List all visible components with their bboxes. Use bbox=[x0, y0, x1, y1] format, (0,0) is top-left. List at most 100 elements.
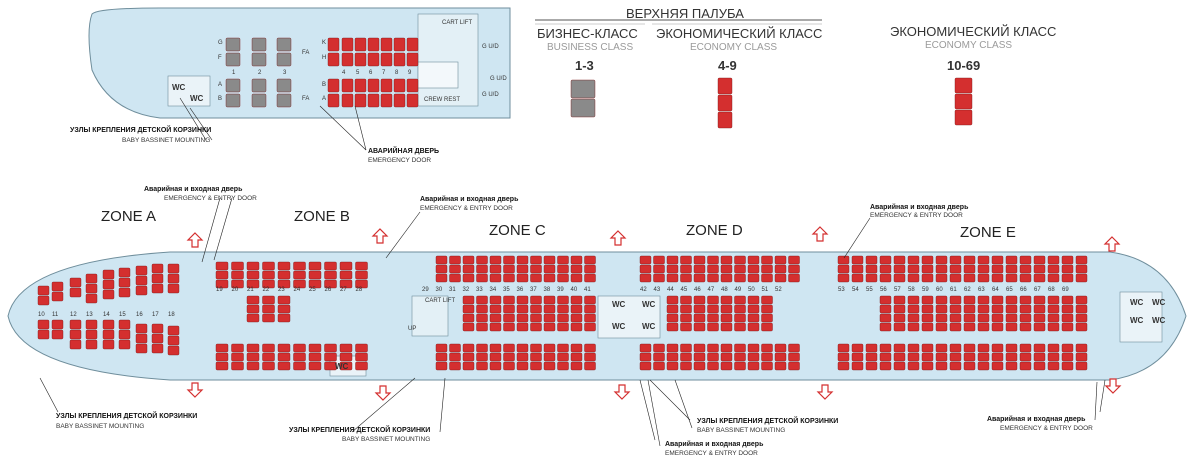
zone-c-c11-bot-0[interactable] bbox=[584, 343, 596, 353]
legend-business-seat-0[interactable] bbox=[570, 79, 596, 99]
zone-e-c9-top-0[interactable] bbox=[963, 255, 976, 265]
zone-e-c6-mid-1[interactable] bbox=[921, 304, 934, 314]
zone-d-c8-mid-3[interactable] bbox=[747, 322, 760, 332]
zone-b-c9-bot-0[interactable] bbox=[355, 343, 368, 353]
zone-e-c17-bot-1[interactable] bbox=[1075, 352, 1088, 362]
zone-e-c14-mid-3[interactable] bbox=[1033, 322, 1046, 332]
upper-eco-c1-top-0[interactable] bbox=[341, 37, 354, 52]
zone-e-c7-mid-0[interactable] bbox=[935, 295, 948, 305]
zone-e-c10-top-2[interactable] bbox=[977, 273, 990, 283]
zone-d-c3-bot-0[interactable] bbox=[680, 343, 692, 353]
zone-d-c3-bot-2[interactable] bbox=[680, 361, 692, 371]
zone-b-c4-top-0[interactable] bbox=[277, 261, 291, 271]
zone-c-c3-top-1[interactable] bbox=[476, 264, 488, 274]
zone-d-c9-bot-0[interactable] bbox=[761, 343, 773, 353]
zone-e-c13-mid-1[interactable] bbox=[1019, 304, 1032, 314]
zone-b-c7-top-2[interactable] bbox=[324, 279, 337, 289]
zone-e-c11-top-0[interactable] bbox=[991, 255, 1004, 265]
zone-b-c4-mid-0[interactable] bbox=[277, 295, 291, 305]
zone-c-c3-top-0[interactable] bbox=[476, 255, 488, 265]
zone-e-c13-mid-0[interactable] bbox=[1019, 295, 1032, 305]
zone-a-c8-bot-1[interactable] bbox=[167, 335, 180, 346]
zone-c-c3-top-2[interactable] bbox=[476, 273, 488, 283]
zone-c-c8-top-2[interactable] bbox=[543, 273, 556, 283]
zone-a-c7-top-1[interactable] bbox=[151, 273, 164, 284]
zone-c-c5-top-2[interactable] bbox=[503, 273, 515, 283]
zone-e-c13-mid-3[interactable] bbox=[1019, 322, 1032, 332]
legend-economy2-seat-1[interactable] bbox=[954, 93, 973, 110]
zone-e-c7-mid-3[interactable] bbox=[935, 322, 948, 332]
zone-d-c5-top-2[interactable] bbox=[707, 273, 719, 283]
zone-c-c5-mid-2[interactable] bbox=[503, 313, 515, 323]
zone-e-c15-mid-3[interactable] bbox=[1047, 322, 1060, 332]
upper-business-r1-right-0[interactable] bbox=[225, 78, 241, 93]
zone-c-c9-mid-0[interactable] bbox=[557, 295, 569, 305]
zone-d-c3-mid-1[interactable] bbox=[680, 304, 692, 314]
zone-c-c10-bot-2[interactable] bbox=[570, 361, 583, 371]
zone-e-c17-top-2[interactable] bbox=[1075, 273, 1088, 283]
zone-e-c16-top-2[interactable] bbox=[1061, 273, 1074, 283]
zone-b-c4-mid-1[interactable] bbox=[277, 304, 291, 314]
zone-e-c15-bot-1[interactable] bbox=[1047, 352, 1060, 362]
zone-c-c9-bot-2[interactable] bbox=[557, 361, 569, 371]
zone-e-c3-mid-3[interactable] bbox=[879, 322, 892, 332]
zone-e-c15-top-2[interactable] bbox=[1047, 273, 1060, 283]
zone-c-c2-mid-0[interactable] bbox=[462, 295, 475, 305]
zone-d-c9-mid-3[interactable] bbox=[761, 322, 773, 332]
zone-e-c7-top-2[interactable] bbox=[935, 273, 948, 283]
upper-eco-c4-top-1[interactable] bbox=[380, 52, 393, 67]
upper-eco-c3-bot-0[interactable] bbox=[367, 78, 380, 93]
zone-e-c7-bot-1[interactable] bbox=[935, 352, 948, 362]
zone-e-c0-bot-1[interactable] bbox=[837, 352, 850, 362]
zone-c-c6-bot-0[interactable] bbox=[516, 343, 529, 353]
zone-c-c6-mid-1[interactable] bbox=[516, 304, 529, 314]
zone-d-c11-bot-0[interactable] bbox=[788, 343, 800, 353]
zone-b-c2-bot-2[interactable] bbox=[246, 361, 260, 371]
zone-c-c9-bot-1[interactable] bbox=[557, 352, 569, 362]
zone-b-c2-bot-0[interactable] bbox=[246, 343, 260, 353]
zone-d-c8-top-0[interactable] bbox=[747, 255, 760, 265]
zone-c-c7-top-0[interactable] bbox=[530, 255, 542, 265]
zone-e-c6-top-2[interactable] bbox=[921, 273, 934, 283]
zone-c-c10-mid-3[interactable] bbox=[570, 322, 583, 332]
zone-e-c9-mid-2[interactable] bbox=[963, 313, 976, 323]
zone-e-c10-top-0[interactable] bbox=[977, 255, 990, 265]
zone-a-c6-top-2[interactable] bbox=[135, 285, 148, 296]
zone-b-c6-top-2[interactable] bbox=[308, 279, 322, 289]
zone-b-c2-top-2[interactable] bbox=[246, 279, 260, 289]
legend-economy1-seat-1[interactable] bbox=[717, 94, 733, 112]
zone-d-c4-mid-3[interactable] bbox=[693, 322, 706, 332]
zone-e-c14-bot-2[interactable] bbox=[1033, 361, 1046, 371]
zone-e-c8-mid-1[interactable] bbox=[949, 304, 962, 314]
zone-b-c2-top-1[interactable] bbox=[246, 270, 260, 280]
zone-d-c3-top-1[interactable] bbox=[680, 264, 692, 274]
zone-c-c1-top-1[interactable] bbox=[449, 264, 461, 274]
zone-c-c8-bot-1[interactable] bbox=[543, 352, 556, 362]
zone-a-c8-top-0[interactable] bbox=[167, 263, 180, 274]
upper-business-r2-left-1[interactable] bbox=[251, 52, 267, 67]
zone-a-c3-top-2[interactable] bbox=[85, 293, 98, 304]
zone-a-c6-top-1[interactable] bbox=[135, 275, 148, 286]
zone-d-c4-bot-2[interactable] bbox=[693, 361, 706, 371]
zone-c-c4-bot-2[interactable] bbox=[489, 361, 502, 371]
zone-e-c7-bot-2[interactable] bbox=[935, 361, 948, 371]
zone-b-c2-mid-2[interactable] bbox=[246, 313, 260, 323]
zone-b-c5-bot-0[interactable] bbox=[293, 343, 306, 353]
zone-c-c7-top-1[interactable] bbox=[530, 264, 542, 274]
zone-e-c5-bot-1[interactable] bbox=[907, 352, 920, 362]
zone-c-c10-bot-1[interactable] bbox=[570, 352, 583, 362]
zone-c-c7-mid-3[interactable] bbox=[530, 322, 542, 332]
zone-b-c1-bot-2[interactable] bbox=[231, 361, 244, 371]
zone-e-c14-top-0[interactable] bbox=[1033, 255, 1046, 265]
zone-d-c0-top-1[interactable] bbox=[639, 264, 652, 274]
zone-a-c0-top-1[interactable] bbox=[37, 295, 50, 306]
zone-a-c4-bot-0[interactable] bbox=[102, 319, 115, 330]
zone-c-c6-mid-3[interactable] bbox=[516, 322, 529, 332]
zone-e-c12-mid-2[interactable] bbox=[1005, 313, 1018, 323]
zone-c-c8-mid-2[interactable] bbox=[543, 313, 556, 323]
zone-c-c2-bot-0[interactable] bbox=[462, 343, 475, 353]
zone-e-c8-bot-1[interactable] bbox=[949, 352, 962, 362]
zone-c-c2-bot-1[interactable] bbox=[462, 352, 475, 362]
zone-b-c7-bot-0[interactable] bbox=[324, 343, 337, 353]
upper-eco-c2-top-1[interactable] bbox=[354, 52, 367, 67]
